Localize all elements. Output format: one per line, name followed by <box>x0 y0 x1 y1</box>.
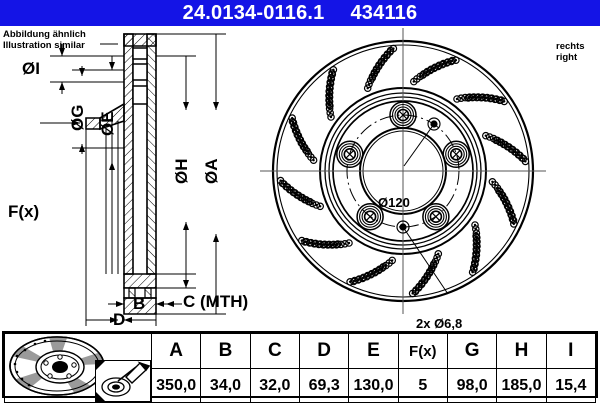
side-note-de: rechts <box>556 41 585 52</box>
label-outer-dia: ØA <box>202 158 221 185</box>
label-bolt-circle: Ø120 <box>378 195 410 210</box>
table-row-values: 350,0 34,0 32,0 69,3 130,0 5 98,0 185,0 … <box>5 368 597 403</box>
label-thickness-c: C (MTH) <box>183 292 249 311</box>
label-hub-dia: ØE <box>98 111 117 136</box>
table-value-cell: 5 <box>397 368 448 403</box>
table-value-cell: 32,0 <box>249 368 300 403</box>
table-value-cell: 130,0 <box>348 368 399 403</box>
table-row-header: A B C D E F(x) G H I <box>4 333 597 403</box>
part-number: 24.0134-0116.1 <box>182 1 325 24</box>
illustration-note-en: Illustration similar <box>3 40 85 51</box>
technical-drawing-area: ØI ØG ØE ØH ØA F(x) B C (MTH) D <box>0 26 600 331</box>
header-banner: 24.0134-0116.1 434116 <box>0 0 600 26</box>
label-inner-dia: ØI <box>22 59 40 78</box>
centre-lines <box>260 28 546 314</box>
label-thickness-b: B <box>133 294 146 313</box>
caliper-measure-icon <box>95 360 151 402</box>
bolt-holes <box>336 101 470 231</box>
table-value-cell: 350,0 <box>150 368 202 403</box>
table-value-cell: 185,0 <box>496 368 547 403</box>
article-number: 434116 <box>350 1 418 24</box>
face-view <box>260 28 546 314</box>
label-small-holes: 2x Ø6,8 <box>416 316 463 331</box>
table-header-cell: F(x) <box>397 333 448 369</box>
table-header-cell: I <box>545 333 597 369</box>
table-value-cell: 69,3 <box>298 368 350 403</box>
table-value-cell: 15,4 <box>545 368 597 403</box>
table-value-cell: 98,0 <box>446 368 498 403</box>
leader-lines <box>402 123 449 295</box>
table-header-cell: C <box>249 333 300 369</box>
table-header-cell: H <box>496 333 547 369</box>
illustration-note: Abbildung ähnlich Illustration similar <box>3 29 86 51</box>
label-height-fx: F(x) <box>8 202 40 221</box>
table-header-cell: B <box>200 333 251 369</box>
bolt-circle <box>346 114 460 228</box>
table-header-cell: G <box>446 333 498 369</box>
spec-table: A B C D E F(x) G H I 350,0 34,0 32,0 69,… <box>2 331 598 403</box>
label-pilot-dia: ØG <box>68 104 87 131</box>
table-header-cell: E <box>348 333 399 369</box>
side-note-en: right <box>556 52 578 63</box>
product-image-cell <box>4 333 152 403</box>
label-friction-dia: ØH <box>172 158 191 185</box>
drilled-hole-pattern <box>276 44 530 298</box>
brake-disc-photo-icon <box>9 336 105 396</box>
table-header-cell: D <box>298 333 350 369</box>
table-header-cell: A <box>150 333 202 369</box>
dimension-lines <box>40 33 226 326</box>
table-value-cell: 34,0 <box>200 368 251 403</box>
label-overall-d: D <box>113 310 126 329</box>
side-note: rechts right <box>556 41 585 63</box>
section-geometry <box>85 33 157 315</box>
cross-section-view <box>40 33 226 326</box>
illustration-note-de: Abbildung ähnlich <box>3 29 86 40</box>
